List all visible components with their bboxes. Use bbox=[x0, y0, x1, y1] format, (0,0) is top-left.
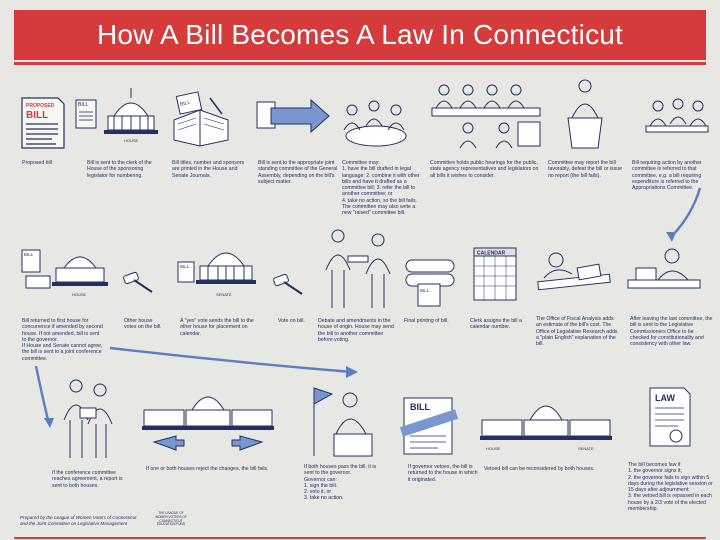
reconsider-illustration: HOUSE SENATE bbox=[478, 392, 614, 460]
veto-illustration: BILL bbox=[398, 394, 460, 456]
step-final-printing: Final printing of bill. bbox=[404, 318, 449, 324]
step-commissioners-office: After leaving the last committee, the bi… bbox=[630, 316, 713, 348]
printing-illustration: BILL bbox=[400, 254, 460, 308]
step-governor-options: If both houses pass the bill, it is sent… bbox=[304, 464, 377, 502]
send-arrow-illustration bbox=[255, 96, 331, 136]
public-hearing-illustration bbox=[428, 78, 544, 152]
step-other-committee: Bill requiring action by another committ… bbox=[632, 160, 702, 192]
svg-text:HOUSE: HOUSE bbox=[124, 138, 139, 143]
svg-text:SENATE: SENATE bbox=[216, 292, 232, 297]
capitol-senate-illustration: BILL SENATE bbox=[176, 240, 266, 302]
page-title: How A Bill Becomes A Law In Connecticut bbox=[96, 19, 624, 50]
step-debate: Debate and amendments in the house of or… bbox=[318, 318, 394, 343]
calendar-illustration: CALENDAR bbox=[472, 246, 518, 302]
svg-text:BILL: BILL bbox=[180, 264, 190, 269]
svg-text:BILL: BILL bbox=[410, 402, 430, 412]
gavel-illustration bbox=[120, 268, 156, 298]
step-changes-rejected: If one or both houses reject the changes… bbox=[146, 466, 269, 472]
step-proposed-bill: Proposed bill bbox=[22, 160, 52, 166]
svg-text:BILL: BILL bbox=[78, 102, 89, 108]
svg-text:PROPOSED: PROPOSED bbox=[26, 103, 55, 109]
journal-illustration: BILL bbox=[170, 90, 232, 148]
credit-footer: Prepared by the League of Women Voters o… bbox=[20, 515, 137, 526]
conference-committee-illustration bbox=[58, 376, 118, 462]
capitol-house-illustration: BILL HOUSE bbox=[74, 86, 164, 150]
other-committee-illustration bbox=[642, 96, 712, 152]
step-concurrence: Bill returned to first house for concurr… bbox=[22, 318, 103, 362]
svg-text:HOUSE: HOUSE bbox=[72, 292, 87, 297]
svg-text:BILL: BILL bbox=[24, 252, 34, 257]
step-governor-veto: If governor vetoes, the bill is returned… bbox=[408, 464, 478, 483]
committee-meeting-illustration bbox=[338, 96, 410, 152]
vote-gavel-illustration bbox=[270, 270, 306, 300]
step-calendar-number: Clerk assigns the bill a calendar number… bbox=[470, 318, 522, 331]
step-committee-options: Committee may: 1. have the bill drafted … bbox=[342, 160, 420, 217]
step-becomes-law: The bill becomes law if 1. the governor … bbox=[628, 462, 713, 513]
step-fiscal-analysis: The Office of Fiscal Analysis adds an es… bbox=[536, 316, 618, 348]
houses-reject-illustration bbox=[140, 384, 276, 456]
top-rule bbox=[14, 62, 706, 65]
league-logo: THE LEAGUE OF WOMEN VOTERS OF CONNECTICU… bbox=[155, 511, 187, 527]
step-joint-committee: Bill is sent to the appropriate joint st… bbox=[258, 160, 338, 185]
step-reconsidered: Vetoed bill can be reconsidered by both … bbox=[484, 466, 595, 472]
svg-text:BILL: BILL bbox=[26, 110, 48, 121]
svg-text:BILL: BILL bbox=[420, 288, 430, 293]
governor-illustration bbox=[304, 384, 378, 460]
step-conference-report: If the conference committee reaches agre… bbox=[52, 470, 123, 489]
svg-text:SENATE: SENATE bbox=[578, 446, 594, 451]
svg-text:HOUSE: HOUSE bbox=[486, 446, 501, 451]
title-banner: How A Bill Becomes A Law In Connecticut bbox=[14, 10, 706, 60]
svg-text:BILL: BILL bbox=[180, 100, 192, 108]
step-committee-report: Committee may report the bill favorably,… bbox=[548, 160, 623, 179]
proposed-bill-illustration: PROPOSED BILL bbox=[18, 96, 66, 150]
law-illustration: LAW bbox=[646, 386, 694, 448]
step-other-house-votes: Other house votes on the bill. bbox=[124, 318, 162, 331]
bottom-rule bbox=[14, 537, 706, 539]
step-clerk-numbering: Bill is sent to the clerk of the House o… bbox=[87, 160, 152, 179]
fiscal-analysis-illustration bbox=[534, 244, 614, 304]
committee-report-illustration bbox=[560, 76, 610, 152]
step-vote-on-bill: Vote on bill. bbox=[278, 318, 305, 324]
svg-text:CALENDAR: CALENDAR bbox=[477, 251, 505, 257]
svg-text:LAW: LAW bbox=[655, 393, 676, 403]
commissioners-office-illustration bbox=[624, 244, 704, 304]
house-return-illustration: BILL HOUSE bbox=[20, 246, 116, 304]
step-journals: Bill titles, number and sponsors are pri… bbox=[172, 160, 245, 179]
step-public-hearings: Committee holds public hearings for the … bbox=[430, 160, 539, 179]
step-yes-vote: A "yes" vote sends the bill to the other… bbox=[180, 318, 254, 337]
debate-illustration bbox=[318, 226, 400, 312]
